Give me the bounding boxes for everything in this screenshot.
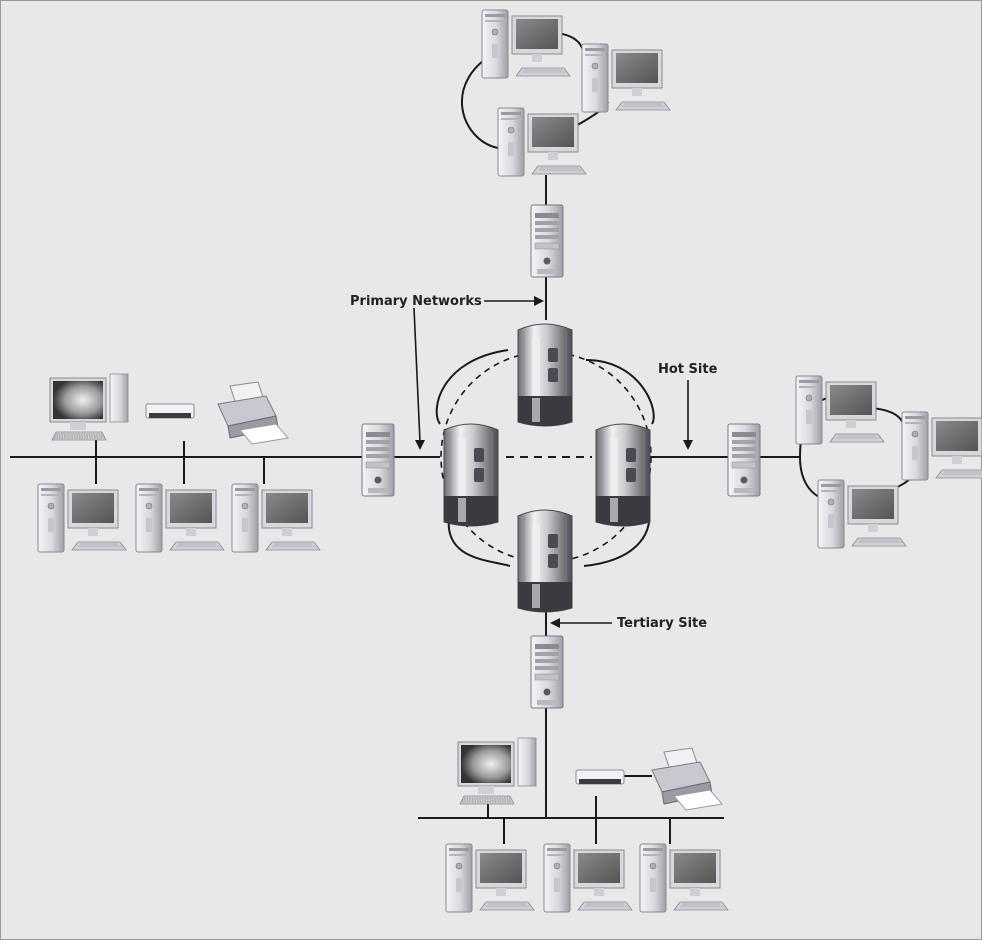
desktop-computer-icon	[232, 484, 320, 552]
mainframe-icon	[444, 424, 498, 526]
desktop-computer-icon	[544, 844, 632, 912]
server-tower-icon	[362, 424, 394, 496]
server-tower-icon	[531, 636, 563, 708]
server-tower-icon	[728, 424, 760, 496]
server-tower-icon	[531, 205, 563, 277]
network-switch-icon	[146, 404, 194, 418]
primary-networks-label: Primary Networks	[350, 294, 482, 309]
mainframe-icon	[518, 324, 572, 426]
desktop-computer-icon	[446, 844, 534, 912]
desktop-computer-icon	[38, 484, 126, 552]
desktop-computer-icon	[640, 844, 728, 912]
desktop-computer-icon	[818, 480, 906, 548]
tertiary-site-label: Tertiary Site	[617, 616, 707, 631]
network-switch-icon	[576, 770, 624, 784]
desktop-computer-icon	[498, 108, 586, 176]
desktop-computer-icon	[482, 10, 570, 78]
desktop-computer-icon	[902, 412, 982, 480]
desktop-computer-icon	[136, 484, 224, 552]
desktop-computer-icon	[796, 376, 884, 444]
hot-site-label: Hot Site	[658, 362, 718, 377]
desktop-computer-icon	[582, 44, 670, 112]
mainframe-icon	[596, 424, 650, 526]
mainframe-icon	[518, 510, 572, 612]
